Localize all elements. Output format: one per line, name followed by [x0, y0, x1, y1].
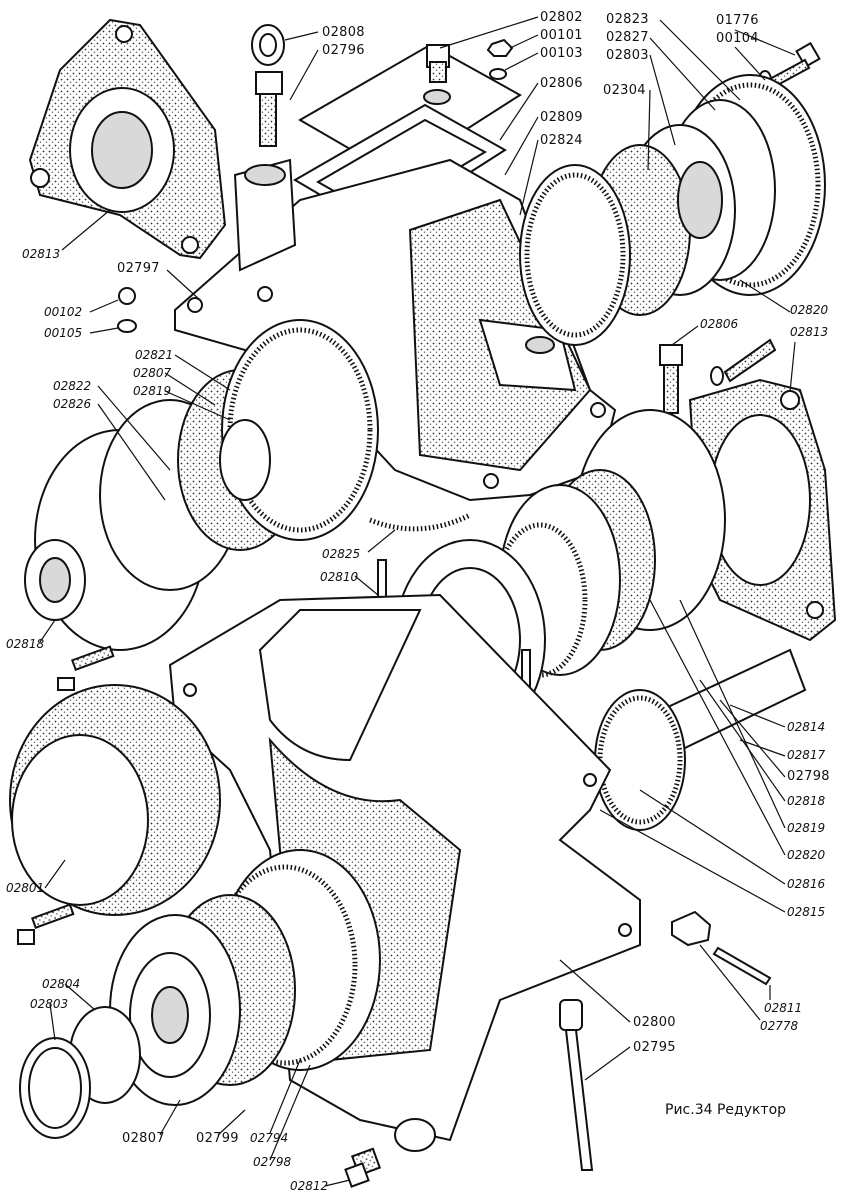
label-02820-right: 02820 [787, 848, 826, 862]
label-02821: 02821 [135, 348, 174, 362]
label-02825: 02825 [322, 547, 361, 561]
label-02798-right: 02798 [787, 769, 830, 784]
flange-cover-top-left [28, 18, 227, 260]
label-00103: 00103 [540, 46, 583, 61]
side-cover-left [9, 645, 221, 945]
label-02804: 02804 [42, 977, 81, 991]
label-02815: 02815 [787, 905, 826, 919]
lower-gear-assembly [19, 849, 381, 1139]
label-02802: 02802 [540, 10, 583, 25]
label-02800: 02800 [633, 1015, 676, 1030]
label-02824: 02824 [540, 133, 583, 148]
label-02817: 02817 [787, 748, 826, 762]
label-00101: 00101 [540, 28, 583, 43]
bolt-middle-right [659, 338, 777, 414]
label-02778: 02778 [760, 1019, 799, 1033]
leader-lines [39, 16, 796, 1187]
label-02814: 02814 [787, 720, 826, 734]
label-02801: 02801 [6, 881, 45, 895]
label-02803-bottom: 02803 [30, 997, 69, 1011]
label-02813-top-left: 02813 [22, 247, 61, 261]
label-02818-right: 02818 [787, 794, 826, 808]
label-02809: 02809 [540, 110, 583, 125]
label-02796: 02796 [322, 43, 365, 58]
label-02826: 02826 [53, 397, 92, 411]
drain-plug [344, 1147, 382, 1188]
label-02820-upper: 02820 [790, 303, 829, 317]
label-02794: 02794 [250, 1131, 289, 1145]
label-00104: 00104 [716, 31, 759, 46]
label-02812: 02812 [290, 1179, 329, 1193]
figure-caption: Рис.34 Редуктор [665, 1102, 787, 1118]
label-02797: 02797 [117, 261, 160, 276]
flange-cover-right [688, 378, 837, 642]
left-shaft-assembly [24, 287, 379, 651]
label-02808: 02808 [322, 25, 365, 40]
label-02813-right: 02813 [790, 325, 829, 339]
label-02795: 02795 [633, 1040, 676, 1055]
label-02818-left: 02818 [6, 637, 45, 651]
label-02823: 02823 [606, 12, 649, 27]
label-02810: 02810 [320, 570, 359, 584]
label-02806-right: 02806 [700, 317, 739, 331]
label-00105: 00105 [44, 326, 83, 340]
upper-right-gear-assembly [519, 74, 826, 346]
label-02816: 02816 [787, 877, 826, 891]
label-02811: 02811 [764, 1001, 803, 1015]
dipstick [559, 999, 594, 1171]
label-02819-right: 02819 [787, 821, 826, 835]
label-00102: 00102 [44, 305, 83, 319]
label-02799: 02799 [196, 1131, 239, 1146]
label-02803-top: 02803 [606, 48, 649, 63]
castle-nut-and-cotter-pin [671, 910, 772, 986]
label-02304: 02304 [603, 83, 646, 98]
label-02806-top: 02806 [540, 76, 583, 91]
label-02819-mid: 02819 [133, 384, 172, 398]
label-02807-bottom: 02807 [122, 1131, 165, 1146]
upper-housing [174, 158, 617, 532]
label-02807-mid: 02807 [133, 366, 172, 380]
label-02798-bottom: 02798 [253, 1155, 292, 1169]
label-01776: 01776 [716, 13, 759, 28]
label-02822: 02822 [53, 379, 92, 393]
nut-and-washer-top [486, 38, 514, 80]
eye-bolt [251, 24, 285, 147]
label-02827: 02827 [606, 30, 649, 45]
